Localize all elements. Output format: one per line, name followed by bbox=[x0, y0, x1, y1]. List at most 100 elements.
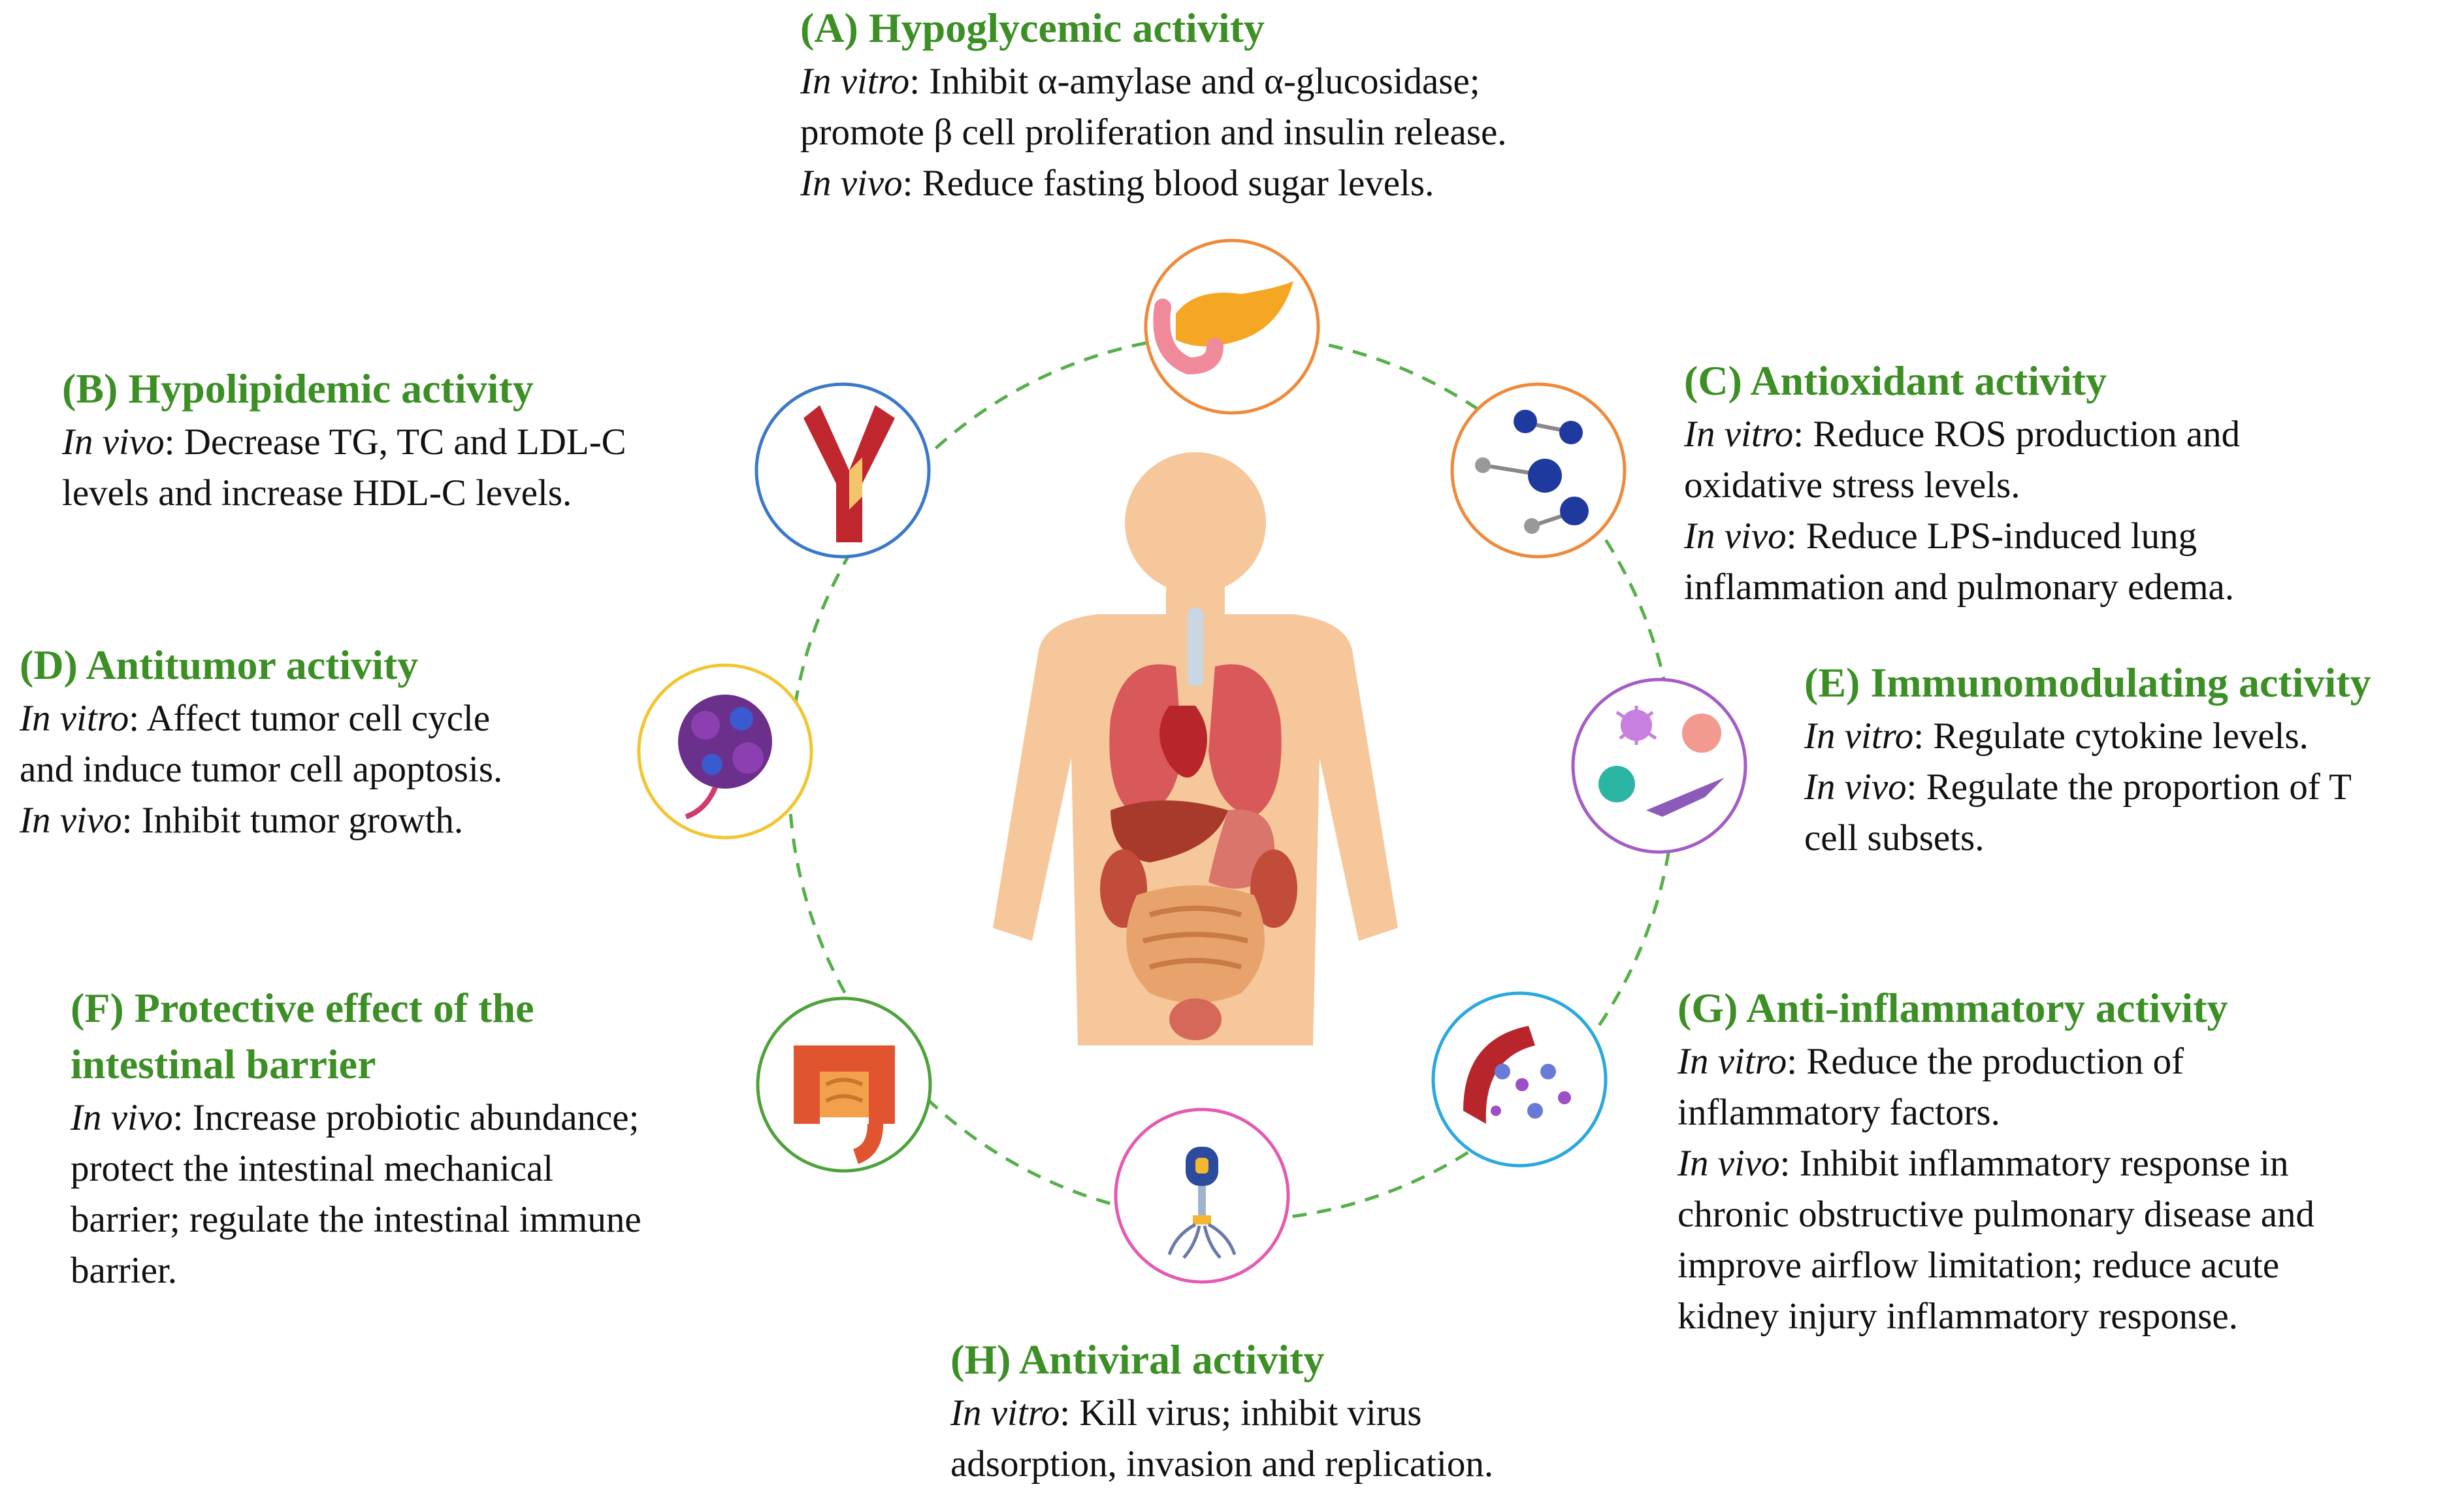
activity-h-line-1-text: : Kill virus; inhibit virus bbox=[1060, 1392, 1422, 1434]
icon-node-e bbox=[1571, 678, 1747, 854]
activity-a-line-3-mode: In vivo bbox=[800, 163, 903, 204]
activity-f-line-2-text: protect the intestinal mechanical bbox=[71, 1148, 554, 1189]
activity-a-line-1-mode: In vitro bbox=[800, 61, 910, 102]
activity-g-line-2: inflammatory factors. bbox=[1678, 1087, 2429, 1138]
activity-a-line-1-text: : Inhibit α-amylase and α-glucosidase; bbox=[909, 61, 1480, 102]
activity-g-line-6: kidney injury inflammatory response. bbox=[1678, 1291, 2429, 1342]
activity-e-line-1: In vitro: Regulate cytokine levels. bbox=[1804, 711, 2457, 762]
activity-f-line-1-mode: In vivo bbox=[71, 1097, 173, 1138]
activity-g-line-1-mode: In vitro bbox=[1678, 1041, 1787, 1082]
activity-a-line-2: promote β cell proliferation and insulin… bbox=[800, 107, 1702, 158]
activity-c-line-4-text: inflammation and pulmonary edema. bbox=[1684, 567, 2235, 608]
activity-d-line-1: In vitro: Affect tumor cell cycle bbox=[20, 693, 640, 744]
activity-g-line-1: In vitro: Reduce the production of bbox=[1678, 1036, 2429, 1087]
activity-g-line-4-text: chronic obstructive pulmonary disease an… bbox=[1678, 1194, 2315, 1235]
icon-node-h bbox=[1114, 1108, 1290, 1284]
activity-e-line-3-text: cell subsets. bbox=[1804, 817, 1985, 859]
activity-b-line-1-mode: In vivo bbox=[62, 421, 165, 463]
activity-g-line-6-text: kidney injury inflammatory response. bbox=[1678, 1296, 2238, 1337]
activity-d: (D) Antitumor activity In vitro: Affect … bbox=[20, 637, 640, 846]
activity-d-title: (D) Antitumor activity bbox=[20, 642, 419, 688]
bacteriophage-virus-icon bbox=[1167, 1147, 1237, 1259]
activity-b-title: (B) Hypolipidemic activity bbox=[62, 365, 534, 412]
activity-g-line-5-text: improve airflow limitation; reduce acute bbox=[1678, 1245, 2280, 1286]
activity-c-line-1: In vitro: Reduce ROS production and bbox=[1684, 409, 2435, 460]
free-radical-molecules-icon bbox=[1475, 410, 1589, 534]
activity-a-line-2-text: promote β cell proliferation and insulin… bbox=[800, 112, 1507, 153]
activity-f-line-3-text: barrier; regulate the intestinal immune bbox=[71, 1199, 641, 1240]
activity-d-line-2-text: and induce tumor cell apoptosis. bbox=[20, 749, 503, 790]
activity-g-line-4: chronic obstructive pulmonary disease an… bbox=[1678, 1189, 2429, 1240]
activity-e-line-1-text: : Regulate cytokine levels. bbox=[1913, 715, 2309, 757]
immune-cells-icon bbox=[1598, 706, 1725, 817]
activity-f-line-1-text: : Increase probiotic abundance; bbox=[172, 1097, 640, 1138]
activity-h: (H) Antiviral activity In vitro: Kill vi… bbox=[950, 1332, 1669, 1490]
icon-node-c bbox=[1450, 382, 1627, 559]
blood-vessel-plaque-icon bbox=[803, 405, 895, 542]
activity-a: (A) Hypoglycemic activity In vitro: Inhi… bbox=[800, 0, 1702, 209]
activity-c-line-3-text: : Reduce LPS-induced lung bbox=[1786, 516, 2197, 557]
activity-f-line-2: protect the intestinal mechanical bbox=[71, 1143, 789, 1194]
human-body-organs-icon bbox=[993, 452, 1398, 1045]
pancreas-icon bbox=[1153, 281, 1293, 375]
activity-a-line-3: In vivo: Reduce fasting blood sugar leve… bbox=[800, 158, 1702, 209]
icon-node-b bbox=[754, 382, 931, 559]
activity-a-line-1: In vitro: Inhibit α-amylase and α-glucos… bbox=[800, 56, 1702, 107]
icon-node-f bbox=[756, 996, 932, 1173]
activity-g-line-5: improve airflow limitation; reduce acute bbox=[1678, 1240, 2429, 1291]
activity-d-line-1-mode: In vitro bbox=[20, 698, 129, 739]
activity-h-line-1: In vitro: Kill virus; inhibit virus bbox=[950, 1388, 1669, 1439]
activity-b-line-2: levels and increase HDL-C levels. bbox=[62, 468, 748, 519]
icon-node-a bbox=[1144, 238, 1320, 415]
activity-c-line-2: oxidative stress levels. bbox=[1684, 460, 2435, 511]
activity-g-line-2-text: inflammatory factors. bbox=[1678, 1092, 2000, 1133]
activity-d-line-1-text: : Affect tumor cell cycle bbox=[129, 698, 491, 739]
activity-c-line-3-mode: In vivo bbox=[1684, 516, 1787, 557]
activity-h-line-1-mode: In vitro bbox=[950, 1392, 1060, 1434]
activity-h-line-2: adsorption, invasion and replication. bbox=[950, 1439, 1669, 1490]
activity-f-line-3: barrier; regulate the intestinal immune bbox=[71, 1194, 789, 1245]
activity-h-line-2-text: adsorption, invasion and replication. bbox=[950, 1443, 1494, 1485]
activity-d-line-3-text: : Inhibit tumor growth. bbox=[122, 800, 464, 841]
activity-d-line-3: In vivo: Inhibit tumor growth. bbox=[20, 795, 640, 846]
activity-f-line-4-text: barrier. bbox=[71, 1250, 177, 1291]
activity-g: (G) Anti-inflammatory activity In vitro:… bbox=[1678, 980, 2429, 1342]
activity-g-line-3-text: : Inhibit inflammatory response in bbox=[1779, 1143, 2289, 1184]
activity-f-title-line-2: intestinal barrier bbox=[71, 1041, 376, 1087]
activity-e-line-3: cell subsets. bbox=[1804, 813, 2457, 864]
activity-f-line-4: barrier. bbox=[71, 1245, 789, 1296]
activity-g-line-1-text: : Reduce the production of bbox=[1787, 1041, 2184, 1082]
activity-c-line-1-text: : Reduce ROS production and bbox=[1793, 414, 2241, 455]
activity-f: (F) Protective effect of the intestinal … bbox=[71, 980, 789, 1296]
icon-node-d bbox=[637, 663, 813, 840]
activity-b-line-1: In vivo: Decrease TG, TC and LDL-C bbox=[62, 417, 748, 468]
activity-d-line-2: and induce tumor cell apoptosis. bbox=[20, 744, 640, 795]
activity-b-line-1-text: : Decrease TG, TC and LDL-C bbox=[164, 421, 626, 463]
activity-c-line-3: In vivo: Reduce LPS-induced lung bbox=[1684, 511, 2435, 562]
icon-node-g bbox=[1431, 991, 1608, 1168]
activity-g-line-3: In vivo: Inhibit inflammatory response i… bbox=[1678, 1138, 2429, 1189]
activity-f-line-1: In vivo: Increase probiotic abundance; bbox=[71, 1092, 789, 1143]
activity-b-line-2-text: levels and increase HDL-C levels. bbox=[62, 472, 572, 514]
activity-e-line-1-mode: In vitro bbox=[1804, 715, 1914, 757]
activity-c-line-1-mode: In vitro bbox=[1684, 414, 1794, 455]
activity-c-line-2-text: oxidative stress levels. bbox=[1684, 465, 2020, 506]
activity-g-title: (G) Anti-inflammatory activity bbox=[1678, 985, 2228, 1031]
intestine-icon bbox=[794, 1045, 895, 1164]
tumor-cell-icon bbox=[678, 695, 772, 819]
activity-e-line-2-mode: In vivo bbox=[1804, 766, 1907, 808]
inflamed-vessel-icon bbox=[1463, 1026, 1571, 1124]
activity-a-title: (A) Hypoglycemic activity bbox=[800, 5, 1265, 51]
activity-e-line-2: In vivo: Regulate the proportion of T bbox=[1804, 762, 2457, 813]
activity-g-line-3-mode: In vivo bbox=[1678, 1143, 1780, 1184]
activity-c-title: (C) Antioxidant activity bbox=[1684, 357, 2107, 404]
activity-a-line-3-text: : Reduce fasting blood sugar levels. bbox=[902, 163, 1435, 204]
activity-b: (B) Hypolipidemic activity In vivo: Decr… bbox=[62, 361, 748, 519]
activity-d-line-3-mode: In vivo bbox=[20, 800, 122, 841]
activity-h-title: (H) Antiviral activity bbox=[950, 1336, 1325, 1383]
activity-e-title: (E) Immunomodulating activity bbox=[1804, 659, 2371, 706]
activity-c: (C) Antioxidant activity In vitro: Reduc… bbox=[1684, 353, 2435, 613]
activity-e: (E) Immunomodulating activity In vitro: … bbox=[1804, 655, 2457, 864]
